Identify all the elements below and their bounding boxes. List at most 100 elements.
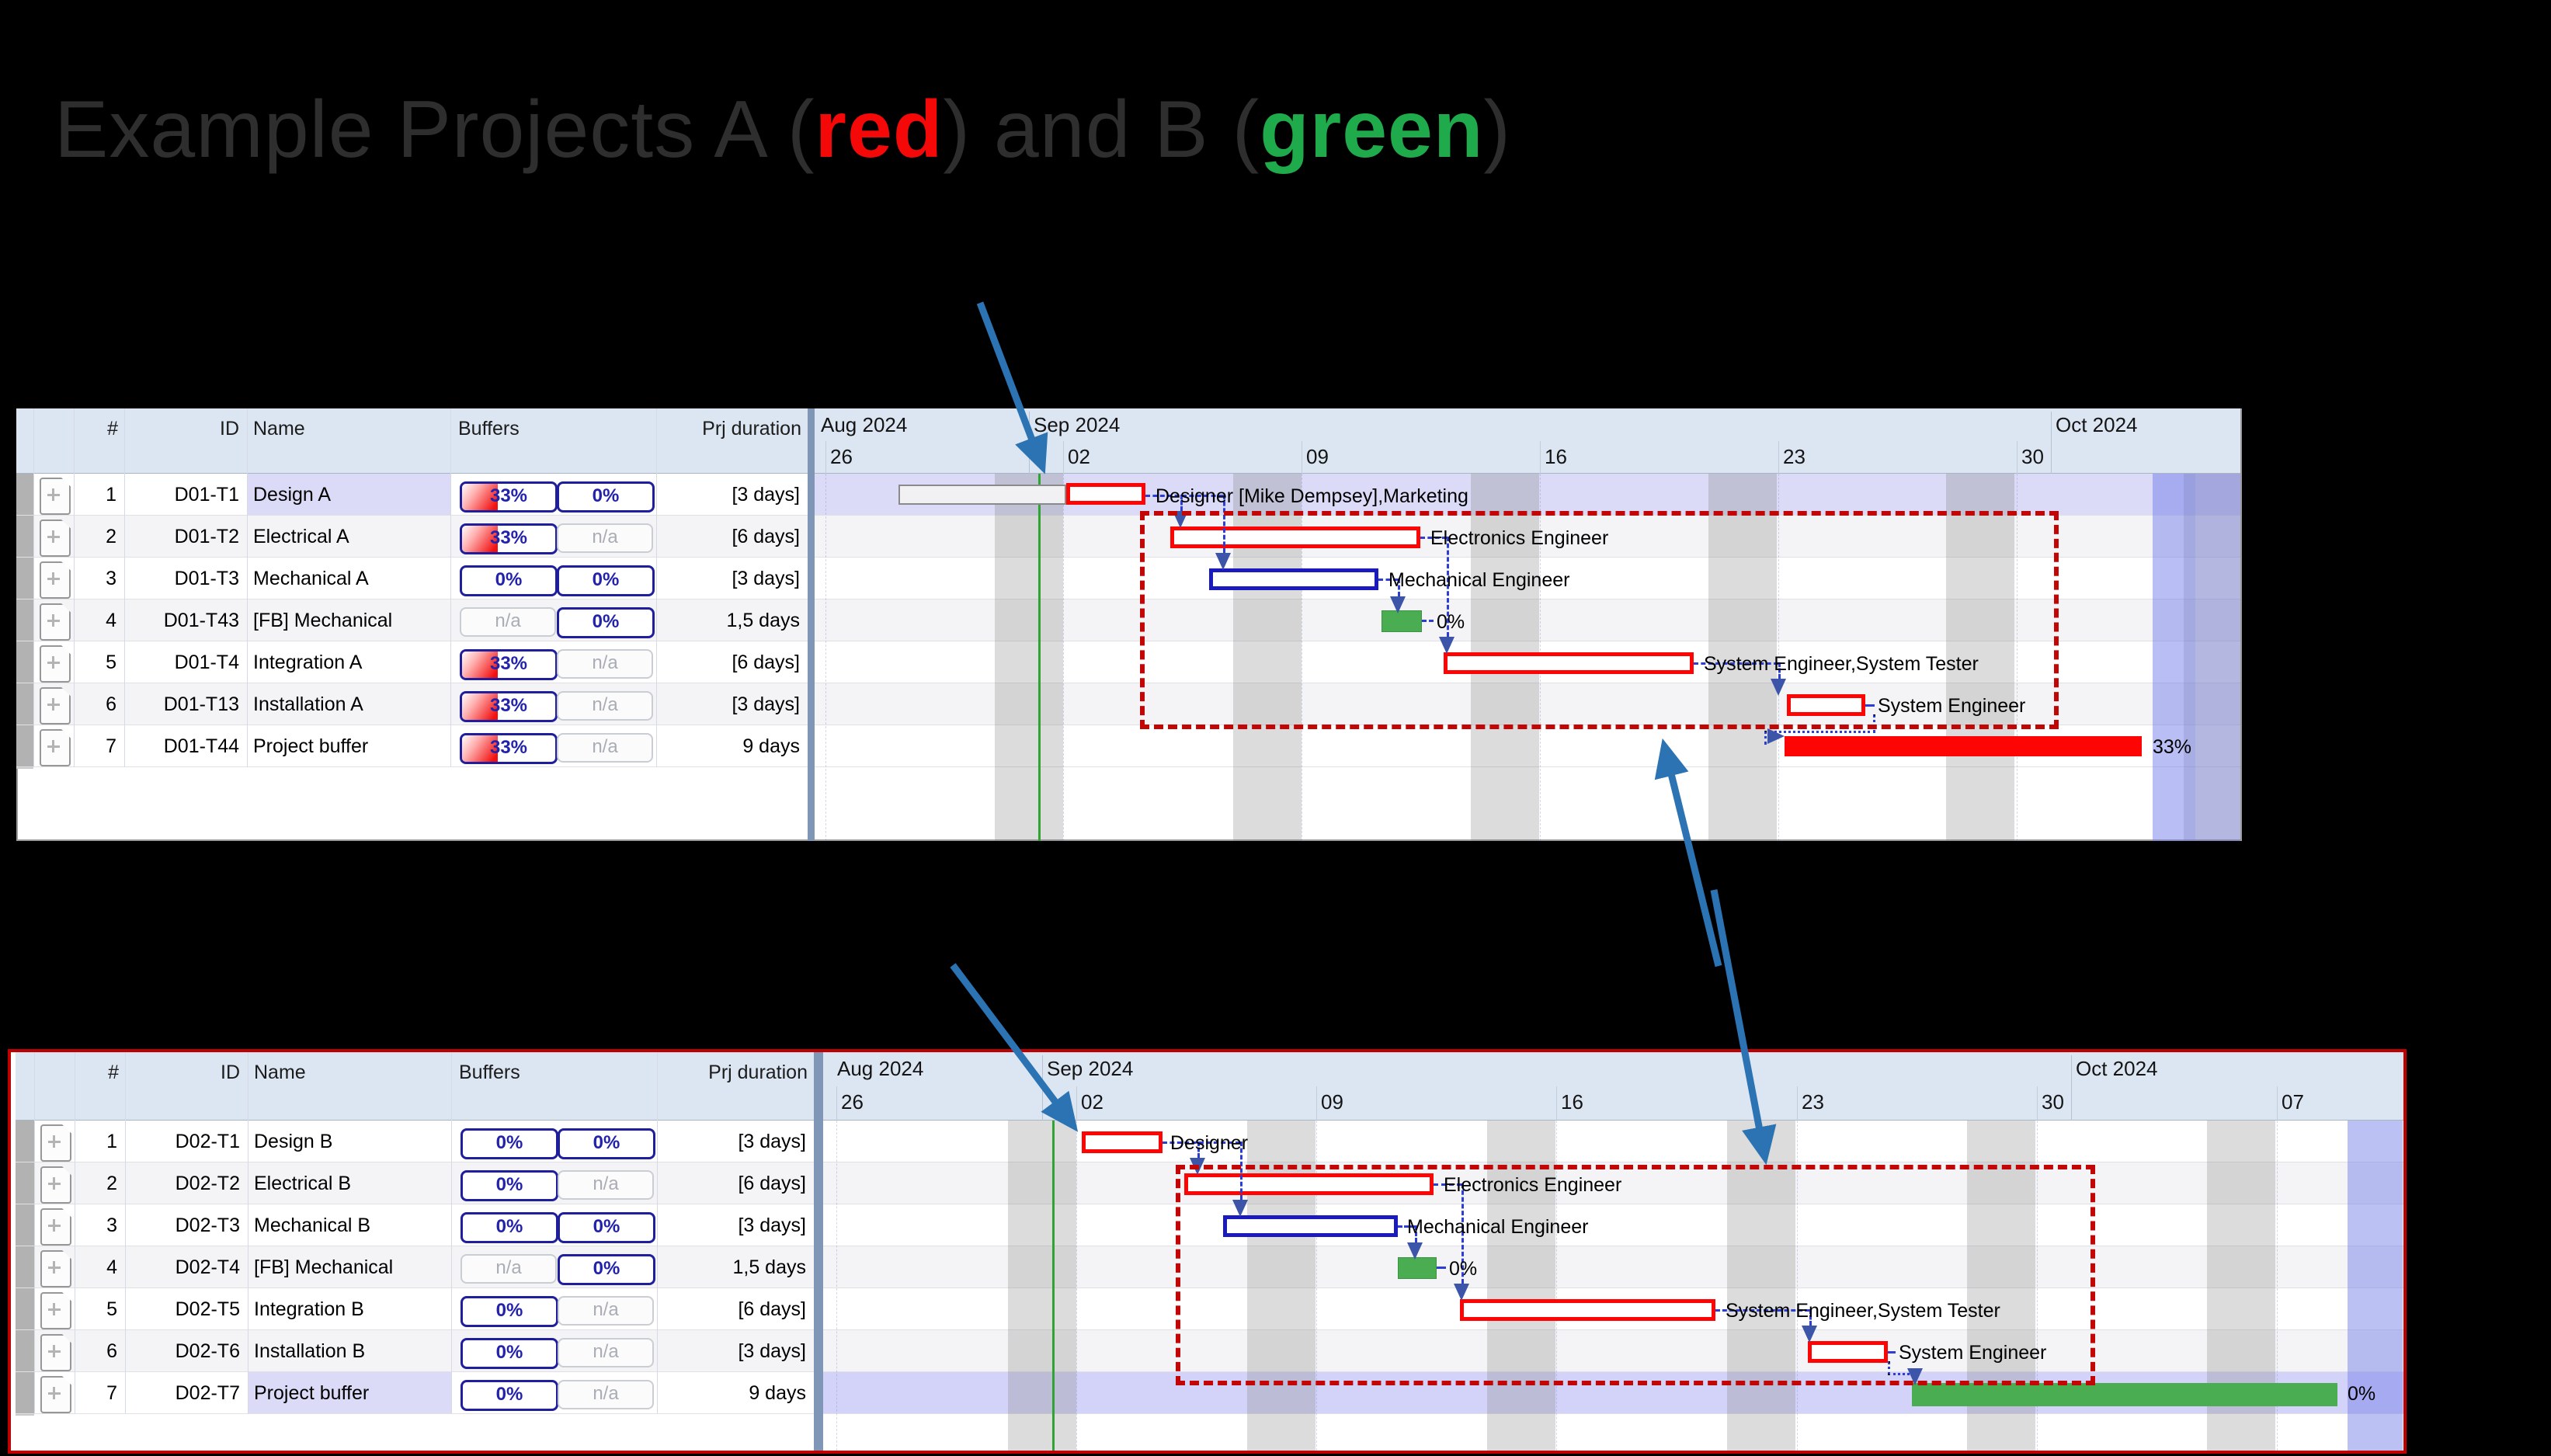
task-add-icon[interactable] (40, 1208, 71, 1246)
dependency-link (1240, 1142, 1242, 1200)
mechanical-b-bar[interactable] (1223, 1215, 1398, 1237)
design-a-bar[interactable] (1066, 483, 1145, 505)
row-drag-strip[interactable] (16, 1121, 34, 1164)
task-name-cell[interactable]: Design B (254, 1131, 333, 1152)
installation-a-bar[interactable] (1787, 694, 1865, 716)
installation-b-bar[interactable] (1808, 1341, 1888, 1363)
buffer-indicator[interactable]: 0% (461, 1338, 558, 1369)
task-name-cell[interactable]: [FB] Mechanical (254, 1256, 394, 1278)
buffer-indicator[interactable]: 0% (557, 481, 655, 513)
buffer-indicator[interactable]: n/a (558, 1380, 654, 1409)
gantt-bar-label: 0% (1437, 611, 1465, 633)
buffer-indicator[interactable]: 0% (558, 1212, 655, 1243)
row-drag-strip[interactable] (16, 1246, 34, 1290)
task-add-icon[interactable] (40, 561, 71, 599)
buffer-indicator[interactable]: 33% (460, 523, 558, 554)
task-add-icon[interactable] (40, 1292, 71, 1329)
project-buffer-a-bar[interactable] (1785, 736, 2142, 756)
row-drag-strip[interactable] (16, 683, 33, 727)
buffer-indicator[interactable]: n/a (460, 607, 556, 637)
buffer-indicator[interactable]: n/a (557, 523, 653, 553)
buffer-indicator[interactable]: n/a (558, 1170, 654, 1200)
buffer-indicator[interactable]: 0% (558, 1254, 655, 1285)
buffer-indicator[interactable]: 33% (460, 733, 558, 764)
table-gantt-splitter[interactable] (808, 408, 815, 841)
row-drag-strip[interactable] (16, 725, 33, 769)
buffer-indicator[interactable]: n/a (557, 649, 653, 679)
task-name-cell[interactable]: Installation A (253, 693, 363, 715)
timescale-day-label: 02 (1081, 1090, 1103, 1114)
table-gantt-splitter[interactable] (814, 1052, 823, 1451)
task-add-icon[interactable] (40, 1124, 71, 1162)
task-add-icon[interactable] (40, 1250, 71, 1287)
task-name-cell[interactable]: Installation B (254, 1340, 366, 1362)
row-drag-strip[interactable] (16, 1330, 34, 1374)
task-name-cell[interactable]: Mechanical B (254, 1214, 371, 1236)
buffer-indicator[interactable]: 0% (460, 565, 558, 596)
task-id-cell: D01-T1 (174, 484, 239, 506)
buffer-indicator[interactable]: 0% (558, 1128, 655, 1159)
task-name-cell[interactable]: Mechanical A (253, 568, 369, 589)
task-add-icon[interactable] (40, 687, 71, 725)
buffer-indicator[interactable]: n/a (558, 1296, 654, 1326)
fb-mechanical-b-bar[interactable] (1398, 1257, 1437, 1279)
integration-a-bar[interactable] (1444, 652, 1694, 674)
column-header-num: # (107, 418, 118, 440)
task-add-icon[interactable] (40, 1334, 71, 1371)
row-drag-strip[interactable] (16, 1288, 34, 1332)
row-drag-strip[interactable] (16, 1204, 34, 1248)
task-name-cell[interactable]: Electrical B (254, 1173, 352, 1194)
buffer-indicator[interactable]: 0% (461, 1296, 558, 1327)
buffer-indicator[interactable]: n/a (557, 691, 653, 721)
buffer-indicator[interactable]: n/a (557, 733, 653, 763)
buffer-indicator[interactable]: 0% (461, 1212, 558, 1243)
buffer-indicator[interactable]: n/a (461, 1254, 557, 1284)
buffer-indicator[interactable]: 0% (461, 1128, 558, 1159)
buffer-indicator[interactable]: 33% (460, 649, 558, 680)
task-add-icon[interactable] (40, 478, 71, 515)
electrical-a-bar[interactable] (1170, 526, 1420, 548)
timescale-month-label: Oct 2024 (2056, 413, 2138, 436)
task-add-icon[interactable] (40, 520, 71, 557)
buffer-consumption-fill (462, 526, 498, 552)
buffer-indicator[interactable]: 0% (557, 607, 655, 638)
project-buffer-b-bar[interactable] (1912, 1383, 2337, 1406)
row-drag-strip[interactable] (16, 1372, 34, 1416)
design-b-bar[interactable] (1082, 1131, 1163, 1153)
buffer-indicator[interactable]: n/a (558, 1338, 654, 1367)
task-name-cell[interactable]: [FB] Mechanical (253, 610, 393, 631)
today-line (1052, 1121, 1055, 1451)
row-drag-strip[interactable] (16, 558, 33, 601)
row-drag-strip[interactable] (16, 516, 33, 559)
integration-b-bar[interactable] (1460, 1299, 1715, 1321)
design-a-baseline-bar[interactable] (898, 485, 1066, 505)
row-drag-strip[interactable] (16, 1162, 34, 1206)
buffer-indicator[interactable]: 33% (460, 481, 558, 513)
mechanical-a-bar[interactable] (1209, 568, 1378, 590)
buffer-indicator[interactable]: 33% (460, 691, 558, 722)
buffer-value: 33% (489, 737, 528, 758)
row-drag-strip[interactable] (16, 599, 33, 643)
task-name-cell[interactable]: Design A (253, 484, 332, 506)
week-tick (1556, 1086, 1557, 1121)
task-name-cell[interactable]: Integration B (254, 1298, 364, 1320)
electrical-b-bar[interactable] (1184, 1173, 1434, 1195)
task-add-icon[interactable] (40, 645, 71, 683)
row-drag-strip[interactable] (16, 474, 33, 517)
task-add-icon[interactable] (40, 1166, 71, 1204)
buffer-indicator[interactable]: 0% (461, 1380, 558, 1411)
buffer-indicator[interactable]: 0% (557, 565, 655, 596)
row-drag-strip[interactable] (16, 641, 33, 685)
buffer-indicator[interactable]: 0% (461, 1170, 558, 1201)
task-name-cell[interactable]: Project buffer (254, 1382, 370, 1404)
task-add-icon[interactable] (40, 1376, 71, 1413)
fb-mechanical-a-bar[interactable] (1382, 610, 1422, 632)
task-name-cell[interactable]: Electrical A (253, 526, 349, 547)
buffer-value: 0% (593, 1258, 620, 1279)
task-add-icon[interactable] (40, 603, 71, 641)
weekend-shade (995, 474, 1063, 841)
task-name-cell[interactable]: Integration A (253, 652, 363, 673)
task-add-icon[interactable] (40, 729, 71, 766)
task-name-cell[interactable]: Project buffer (253, 735, 369, 757)
